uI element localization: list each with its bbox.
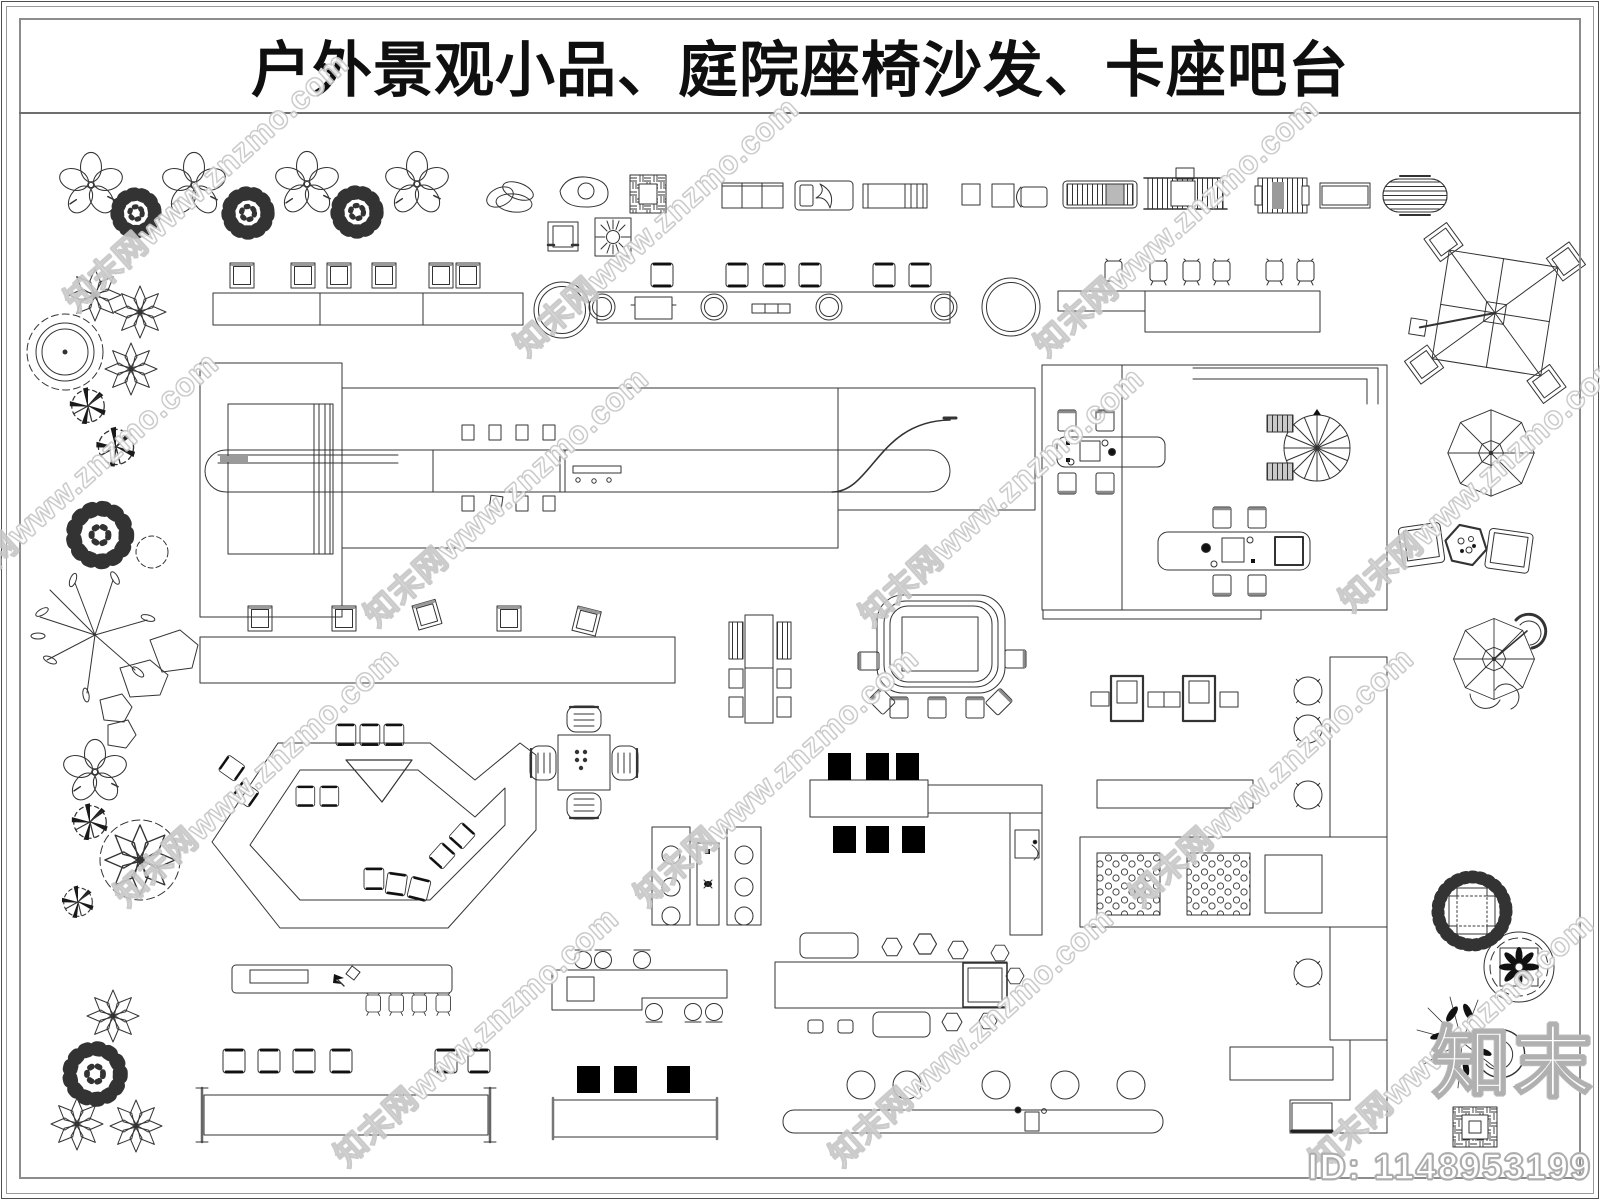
i-beam-table <box>195 1047 497 1144</box>
drawing-frame <box>19 18 1581 1179</box>
bench-strip-mid <box>1096 779 1254 809</box>
parquet-planter <box>629 174 667 214</box>
bench-trio-vertical <box>651 826 762 926</box>
table-set-b <box>1157 505 1311 598</box>
stone-group <box>486 181 534 213</box>
planter-bench-long <box>588 261 958 324</box>
square-parasol-set <box>1404 222 1586 404</box>
bench-slat-right <box>862 183 928 209</box>
bench-slatted-a <box>1062 180 1138 209</box>
circle-planter-left <box>533 281 591 339</box>
spa-table-set <box>856 594 1028 720</box>
bar-counter-step <box>551 949 728 1023</box>
radiating-planter <box>1431 870 1513 952</box>
black-stool-bench <box>551 1065 719 1141</box>
rounded-bench-long <box>782 1070 1164 1134</box>
l-shaped-bar <box>809 752 1043 936</box>
circle-planter-right <box>981 277 1041 337</box>
drawing-id-label: ID: 1148953199 <box>1307 1145 1592 1188</box>
l-shaped-sofa <box>1229 1039 1388 1134</box>
chair-and-table <box>991 183 1048 208</box>
bench-slatted-b <box>1254 177 1310 214</box>
stone-blob <box>559 176 609 208</box>
dining-room-plan <box>1041 364 1388 620</box>
left-plant-column <box>26 268 199 1153</box>
armchair-small <box>546 221 580 252</box>
patio-chairs-with-table <box>1398 521 1534 574</box>
flower-circle-planter <box>1483 931 1555 1003</box>
site-logo: 知末 <box>1431 1019 1596 1107</box>
mahjong-table-set <box>528 704 640 821</box>
bench-long-mid <box>199 597 676 684</box>
bench-long-with-stools <box>212 261 524 326</box>
bench-slatted-back <box>1143 167 1228 210</box>
sun-planter <box>594 217 632 257</box>
pergola-long-table <box>204 387 1036 549</box>
sun-lounger <box>794 180 854 211</box>
drawing-title: 户外景观小品、庭院座椅沙发、卡座吧台 <box>251 38 1349 104</box>
ink-tree <box>1416 996 1526 1089</box>
seat-cube <box>961 183 981 206</box>
landscape-tree-with-rocks <box>30 571 199 749</box>
bench-three-seat <box>721 182 784 209</box>
booth-armchairs <box>1090 674 1239 723</box>
title-separator <box>19 112 1581 114</box>
double-sided-table <box>728 614 792 724</box>
drawing-border-mid <box>6 6 1594 1194</box>
table-set-a <box>1056 408 1166 496</box>
bench-plain <box>1319 182 1371 209</box>
spiral-staircase <box>1266 409 1351 482</box>
parquet-planter-corner <box>1452 1106 1498 1148</box>
pebble-mat-deck <box>1079 836 1388 928</box>
banquet-table-set <box>774 932 1025 1038</box>
zigzag-bench-set <box>211 722 537 929</box>
bench-oval-slatted <box>1382 175 1448 216</box>
bar-counter-top-right <box>1057 258 1321 333</box>
reception-counter <box>231 964 453 1016</box>
octagonal-umbrella-2 <box>1453 612 1548 710</box>
